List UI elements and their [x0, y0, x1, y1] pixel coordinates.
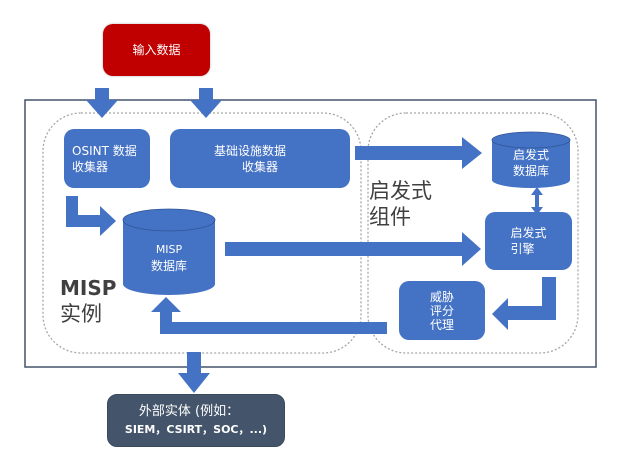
misp-database-line1: MISP: [155, 243, 183, 256]
osint-collector-line1: OSINT 数据: [72, 143, 137, 158]
misp-database-line2: 数据库: [150, 259, 187, 273]
heuristic-component-label: 启发式 组件: [369, 178, 432, 230]
heuristic-database-cylinder: [491, 131, 571, 188]
misp-database-cylinder: [122, 208, 216, 295]
infrastructure-collector-line2: 收集器: [241, 159, 278, 174]
arrow-system-to-external: [178, 352, 210, 393]
arrow-engine-to-scoring: [492, 277, 556, 330]
threat-scoring-line2: 评分: [429, 303, 454, 318]
misp-instance-label-line1: MISP: [60, 276, 117, 300]
infrastructure-collector-node: 基础设施数据 收集器: [170, 129, 350, 188]
threat-scoring-agent-node: 威胁 评分 代理: [399, 281, 485, 340]
heuristic-component-label-line2: 组件: [369, 205, 411, 229]
misp-instance-label-line2: 实例: [60, 302, 102, 326]
outer-system-box: [24, 99, 597, 368]
threat-scoring-line1: 威胁: [429, 289, 454, 304]
osint-collector-node: OSINT 数据 收集器: [64, 129, 150, 188]
arrow-misp-db-to-engine: [225, 232, 481, 266]
external-entities-node: 外部实体 (例如： SIEM，CSIRT，SOC，...): [107, 394, 285, 447]
infrastructure-collector-line1: 基础设施数据: [213, 143, 286, 158]
arrow-osint-to-misp-db: [66, 196, 116, 236]
arrow-input-to-infra: [190, 88, 222, 118]
misp-database-text: MISP 数据库: [123, 236, 215, 280]
arrow-heuristic-db-engine-bidirectional: [531, 187, 543, 215]
heuristic-component-label-line1: 启发式: [369, 179, 432, 203]
threat-scoring-line3: 代理: [429, 317, 454, 332]
osint-collector-line2: 收集器: [72, 159, 109, 174]
misp-instance-label: MISP 实例: [60, 275, 116, 327]
heuristic-database-line1: 启发式: [512, 148, 549, 162]
arrow-scoring-to-misp-db: [151, 297, 387, 334]
heuristic-engine-node: 启发式 引擎: [485, 212, 572, 270]
heuristic-engine-line2: 引擎: [510, 242, 535, 256]
heuristic-component-region: [367, 112, 579, 354]
heuristic-database-text: 启发式 数据库: [492, 146, 570, 180]
heuristic-engine-line1: 启发式: [510, 226, 547, 240]
external-entities-line1: 外部实体 (例如：: [138, 403, 240, 419]
heuristic-database-line2: 数据库: [512, 164, 549, 178]
input-data-label: 输入数据: [132, 43, 181, 57]
external-entities-line2: SIEM，CSIRT，SOC，...): [124, 422, 268, 436]
arrow-input-to-osint: [86, 88, 118, 118]
arrow-infra-to-heuristic-db: [355, 137, 482, 169]
input-data-node: 输入数据: [103, 24, 210, 76]
